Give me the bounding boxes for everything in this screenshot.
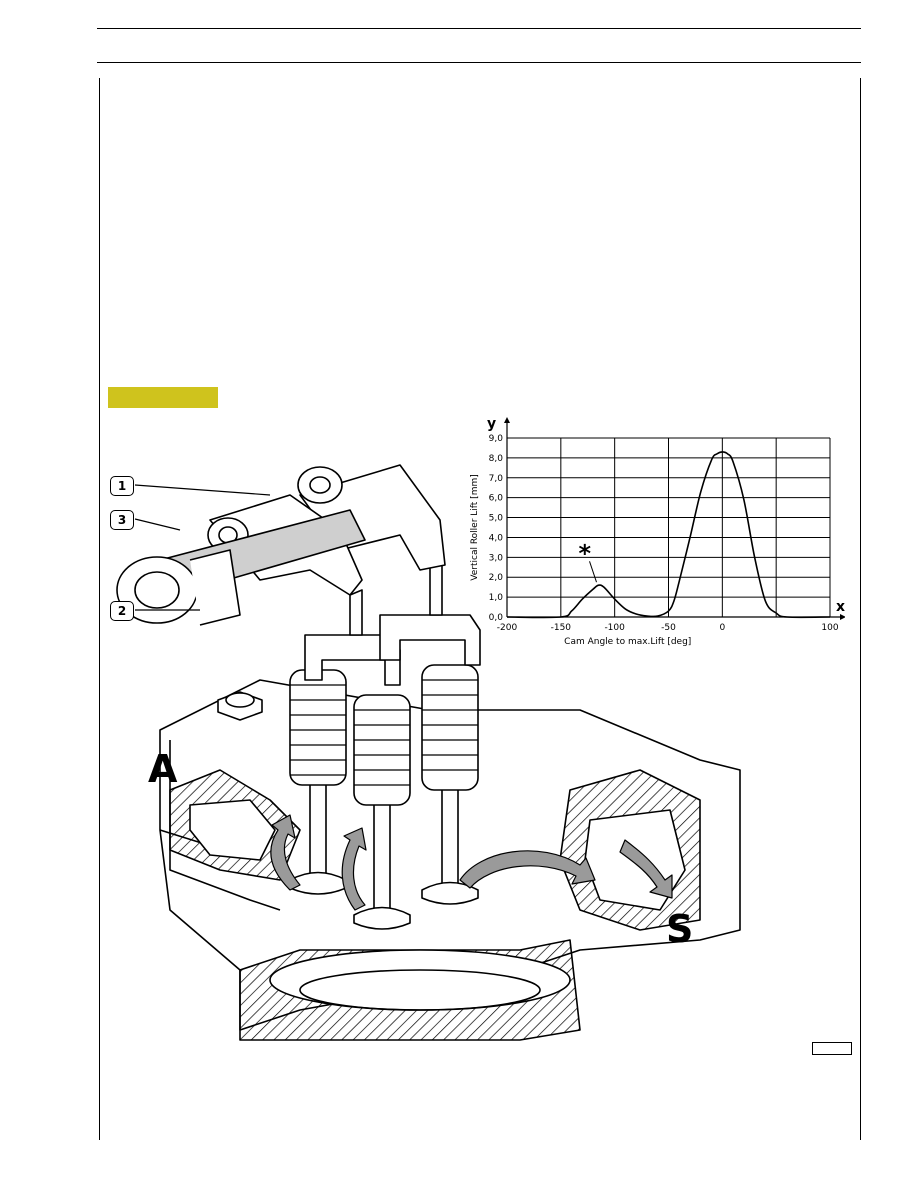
exhaust-flow-arrow-2 — [619, 839, 673, 899]
x-tick-label: -200 — [497, 623, 518, 633]
y-tick-label: 6,0 — [489, 494, 504, 504]
y-tick-label: 8,0 — [489, 454, 504, 464]
annotation-leader — [589, 561, 597, 583]
x-tick-label: -150 — [551, 623, 572, 633]
lift-chart: -200 -150 -100 -50 0 100 0,0 1,0 2,0 3,0 4,0 5,0 6,0… — [470, 416, 845, 647]
valve-train-drawing — [116, 464, 741, 1041]
y-tick-label: 7,0 — [489, 474, 504, 484]
y-axis-arrow — [504, 417, 510, 423]
callout-1: 1 — [110, 476, 134, 496]
callout-2: 2 — [110, 601, 134, 621]
y-tick-label: 3,0 — [489, 553, 504, 563]
y-axis-label: Vertical Roller Lift [mm] — [470, 474, 480, 580]
lift-curve — [506, 451, 831, 619]
y-tick-label: 5,0 — [489, 514, 504, 524]
x-tick-label: 100 — [821, 623, 838, 633]
valve-stems — [309, 780, 459, 915]
right-margin-rule — [860, 78, 861, 1140]
figure-number-box — [812, 1042, 852, 1055]
intake-flow-arrow-1 — [270, 814, 301, 891]
x-tick-label: -50 — [661, 623, 676, 633]
peak-annotation: * — [579, 539, 592, 567]
valve-heads — [289, 871, 479, 930]
y-axis-letter: y — [487, 416, 496, 432]
valve-train-figure: 1 3 2 A S — [100, 410, 860, 1060]
x-tick-label: -100 — [604, 623, 625, 633]
left-margin-rule — [99, 78, 100, 1140]
intake-label: A — [148, 747, 178, 791]
y-tick-label: 0,0 — [489, 613, 504, 623]
y-tick-label: 9,0 — [489, 434, 504, 444]
adjuster-left — [349, 589, 363, 636]
intake-flow-arrow-2 — [341, 827, 367, 911]
figure-tag — [108, 387, 218, 408]
y-tick-label: 1,0 — [489, 593, 504, 603]
x-axis-letter: x — [836, 599, 845, 615]
chart-ticks: -200 -150 -100 -50 0 100 0,0 1,0 2,0 3,0 4,0 5,0 6,0… — [489, 434, 839, 633]
chart-grid — [504, 417, 845, 620]
valve-springs — [289, 664, 479, 806]
exhaust-label: S — [666, 907, 694, 951]
top-rule — [97, 28, 861, 29]
x-tick-label: 0 — [719, 623, 725, 633]
y-tick-label: 4,0 — [489, 533, 504, 543]
y-tick-label: 2,0 — [489, 573, 504, 583]
x-axis-arrow — [840, 614, 845, 620]
header-rule — [97, 62, 861, 63]
callout-3: 3 — [110, 510, 134, 530]
x-axis-label: Cam Angle to max.Lift [deg] — [564, 637, 691, 647]
callout-leaders — [134, 484, 271, 611]
exhaust-flow-arrow-1 — [459, 850, 596, 889]
valve-bridge-right — [379, 614, 481, 666]
